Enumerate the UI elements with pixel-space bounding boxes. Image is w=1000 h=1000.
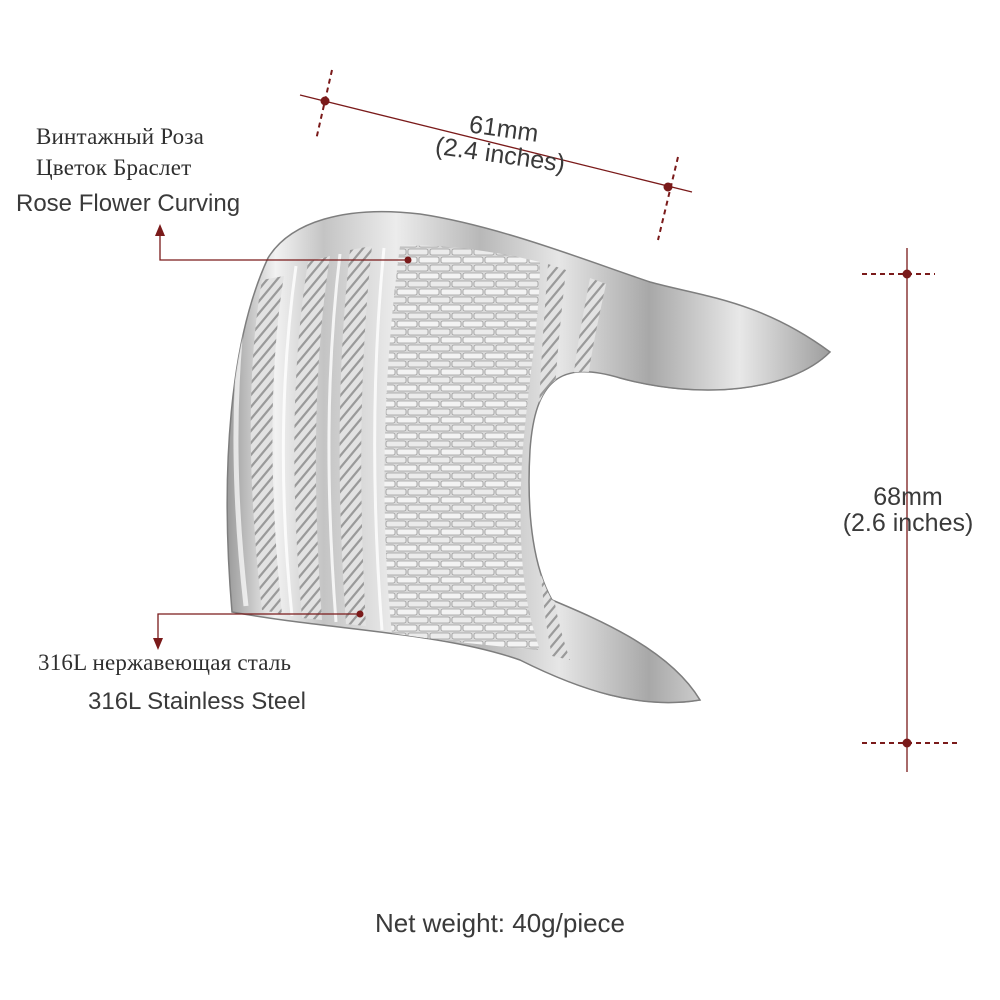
feature-callout: [155, 224, 412, 264]
material-label-ru: 316L нержавеющая сталь: [38, 650, 292, 675]
height-mm: 68mm: [873, 483, 943, 511]
width-dimension: [299, 69, 693, 241]
height-dimension: [862, 248, 960, 772]
material-callout: [153, 610, 364, 650]
material-label-en: 316L Stainless Steel: [88, 688, 306, 715]
arrow-up-icon: [155, 224, 165, 236]
feature-label-ru-line2: Цветок Браслет: [36, 155, 192, 180]
height-dimension-label: 68mm (2.6 inches): [826, 484, 990, 536]
net-weight: Net weight: 40g/piece: [374, 908, 626, 938]
dimension-dot-icon: [663, 182, 673, 192]
height-inches: (2.6 inches): [842, 509, 974, 537]
dimension-dot-icon: [320, 96, 330, 106]
dimension-dot-icon: [902, 738, 912, 748]
dimension-dot-icon: [902, 269, 912, 279]
arrow-down-icon: [153, 638, 163, 650]
feature-label-ru-line1: Винтажный Роза: [36, 124, 205, 149]
feature-label-en: Rose Flower Curving: [16, 190, 241, 217]
